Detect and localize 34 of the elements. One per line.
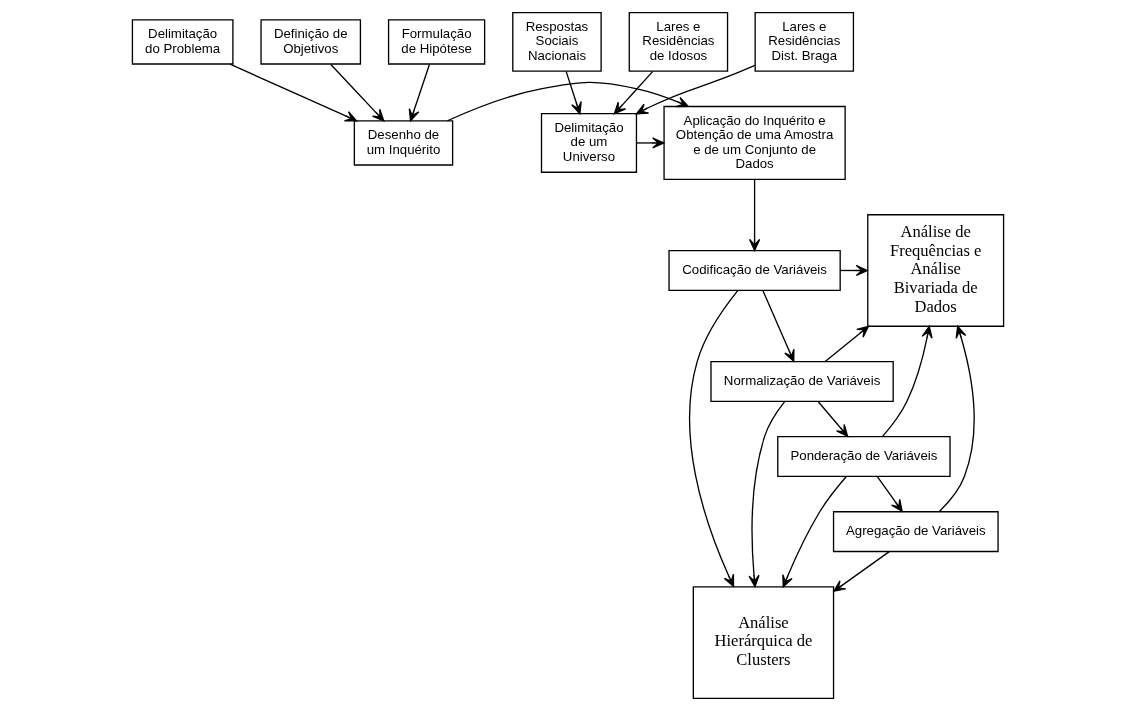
arrow — [565, 70, 582, 115]
node-box: Agregação de Variáveis — [832, 511, 999, 553]
node-box: Aplicação do Inquérito e Obtenção de uma Amostra e de um Conjunto de Dados — [662, 105, 846, 181]
arrow — [228, 63, 357, 122]
arrow — [761, 289, 795, 362]
arrow — [446, 81, 689, 122]
arrow — [876, 476, 903, 512]
arrow — [748, 178, 760, 252]
node-box: Delimitação do Problema — [131, 19, 234, 65]
node-box: Análise de Frequências e Análise Bivariada de Dados — [866, 214, 1004, 327]
arrow — [938, 325, 975, 513]
node-box: Respostas Sociais Nacionais — [511, 12, 602, 72]
node-box: Normalização de Variáveis — [709, 360, 894, 402]
node-box: Desenho de um Inquérito — [353, 120, 453, 166]
arrow — [881, 325, 933, 438]
node-box: Codificação de Variáveis — [667, 249, 841, 292]
arrow — [613, 70, 653, 115]
node-box: Delimitação de um Universo — [540, 113, 637, 173]
arrow — [747, 400, 785, 588]
arrow — [817, 401, 848, 437]
arrow — [408, 63, 430, 122]
node-box: Lares e Residências Dist. Braga — [754, 12, 854, 72]
arrow — [329, 63, 384, 122]
arrow — [781, 476, 847, 588]
arrow — [635, 137, 664, 149]
node-box: Lares e Residências de Idosos — [628, 12, 728, 72]
arrow — [832, 551, 890, 592]
node-box: Formulação de Hipótese — [387, 19, 485, 65]
arrow — [824, 325, 869, 363]
node-box: Definição de Objetivos — [259, 19, 361, 65]
arrow — [635, 64, 756, 115]
arrow — [688, 290, 738, 587]
node-box: Análise Hierárquica de Clusters — [692, 586, 834, 699]
node-box: Ponderação de Variáveis — [776, 436, 951, 478]
